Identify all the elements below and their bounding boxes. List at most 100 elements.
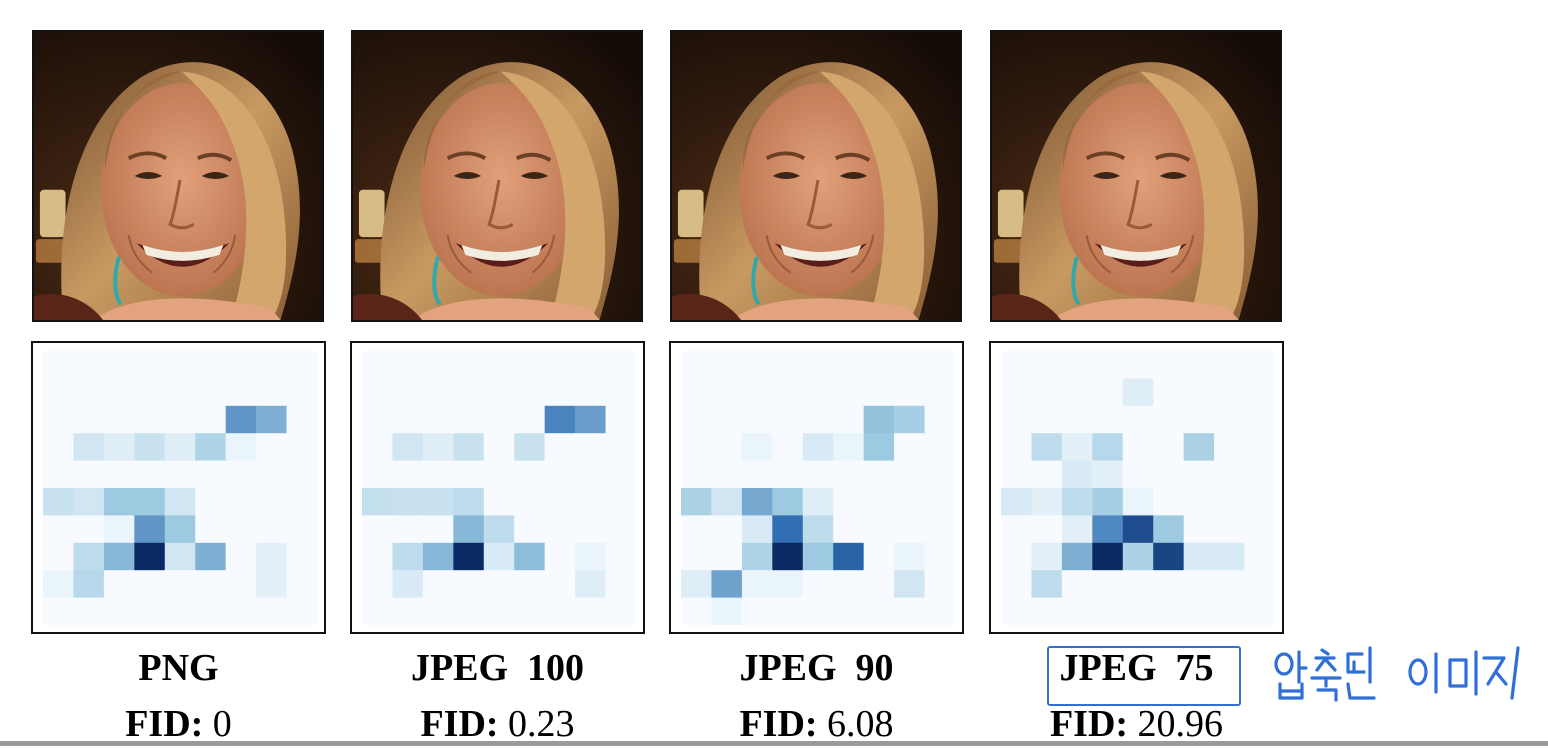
heatmap-cell <box>772 570 804 599</box>
heatmap-cell <box>924 351 955 379</box>
heatmap-cell <box>605 515 636 544</box>
heatmap-cell <box>164 433 196 462</box>
heatmap-cell <box>1244 515 1275 544</box>
heatmap-cell <box>1244 597 1275 625</box>
heatmap-cell <box>453 570 485 599</box>
handwritten-korean-text <box>1274 646 1520 702</box>
heatmap-cell <box>164 570 196 599</box>
heatmap-cell <box>1061 542 1093 571</box>
heatmap-cell <box>362 351 393 379</box>
heatmap-cell <box>134 405 166 434</box>
heatmap-cell <box>1001 378 1032 407</box>
heatmap-cell <box>483 460 515 489</box>
heatmap-cell <box>894 433 926 462</box>
heatmap-cell <box>894 515 926 544</box>
heatmap-cell <box>924 515 955 544</box>
heatmap-cell <box>863 378 895 407</box>
heatmap-cell <box>1153 351 1185 379</box>
heatmap-cell <box>195 488 227 516</box>
heatmap-cell <box>1092 433 1124 462</box>
heatmap-cell <box>43 542 74 571</box>
heatmap-cell <box>1001 351 1032 379</box>
heatmap-cell <box>1122 488 1154 516</box>
heatmap-cell <box>1001 542 1032 571</box>
heatmap-cell <box>863 405 895 434</box>
heatmap-cell <box>681 570 712 599</box>
heatmap-cell <box>1244 433 1275 462</box>
heatmap-cell <box>103 597 135 625</box>
heatmap-cell <box>1244 460 1275 489</box>
heatmap-cell <box>894 378 926 407</box>
heatmap-cell <box>483 378 515 407</box>
heatmap-cell <box>681 515 712 544</box>
heatmap-cell <box>164 542 196 571</box>
heatmap-cell <box>741 378 773 407</box>
heatmap-cell <box>833 597 865 625</box>
heatmap-cell <box>286 351 317 379</box>
heatmap-cell <box>1001 570 1032 599</box>
heatmap-cell <box>741 542 773 571</box>
heatmap-cell <box>164 515 196 544</box>
heatmap-cell <box>1092 460 1124 489</box>
heatmap-cell <box>1031 488 1063 516</box>
heatmap-cell <box>43 570 74 599</box>
heatmap-cell <box>103 488 135 516</box>
heatmap-cell <box>43 405 74 434</box>
fid-key: FID: <box>125 703 204 745</box>
heatmap-grid <box>43 351 317 625</box>
heatmap-cell <box>453 351 485 379</box>
heatmap-cell <box>1061 405 1093 434</box>
heatmap-cell <box>894 405 926 434</box>
heatmap-cell <box>514 351 546 379</box>
heatmap-cell <box>1122 378 1154 407</box>
heatmap-cell <box>392 488 424 516</box>
heatmap-cell <box>1153 378 1185 407</box>
heatmap-cell <box>392 570 424 599</box>
face-photo-jpeg-75 <box>990 30 1282 322</box>
heatmap-cell <box>833 488 865 516</box>
heatmap-cell <box>422 570 454 599</box>
heatmap-cell <box>422 597 454 625</box>
heatmap-cell <box>1031 460 1063 489</box>
heatmap-cell <box>164 597 196 625</box>
heatmap-cell <box>362 405 393 434</box>
heatmap-cell <box>453 378 485 407</box>
heatmap-cell <box>483 433 515 462</box>
heatmap-cell <box>575 488 607 516</box>
heatmap-cell <box>924 488 955 516</box>
heatmap-cell <box>1092 378 1124 407</box>
heatmap-cell <box>483 488 515 516</box>
heatmap-cell <box>422 378 454 407</box>
heatmap-cell <box>711 570 743 599</box>
heatmap-cell <box>1092 515 1124 544</box>
heatmap-cell <box>772 460 804 489</box>
heatmap-cell <box>1244 378 1275 407</box>
heatmap-cell <box>711 597 743 625</box>
heatmap-cell <box>256 515 288 544</box>
heatmap-cell <box>1153 515 1185 544</box>
heatmap-grid <box>1001 351 1275 625</box>
heatmap-cell <box>894 460 926 489</box>
heatmap-cell <box>1183 378 1215 407</box>
heatmap-cell <box>772 351 804 379</box>
heatmap-cell <box>772 488 804 516</box>
heatmap-cell <box>711 378 743 407</box>
heatmap-cell <box>1122 597 1154 625</box>
heatmap-cell <box>483 597 515 625</box>
heatmap-cell <box>225 597 257 625</box>
heatmap-cell <box>514 542 546 571</box>
heatmap-cell <box>362 542 393 571</box>
heatmap-cell <box>164 351 196 379</box>
heatmap-cell <box>483 515 515 544</box>
heatmap-cell <box>711 351 743 379</box>
heatmap-cell <box>772 597 804 625</box>
heatmap-cell <box>514 488 546 516</box>
heatmap-cell <box>1092 488 1124 516</box>
heatmap-cell <box>605 378 636 407</box>
fid-key: FID: <box>739 703 818 745</box>
heatmap-cell <box>453 597 485 625</box>
heatmap-cell <box>453 542 485 571</box>
heatmap-cell <box>863 570 895 599</box>
heatmap-cell <box>514 515 546 544</box>
heatmap-cell <box>802 460 834 489</box>
